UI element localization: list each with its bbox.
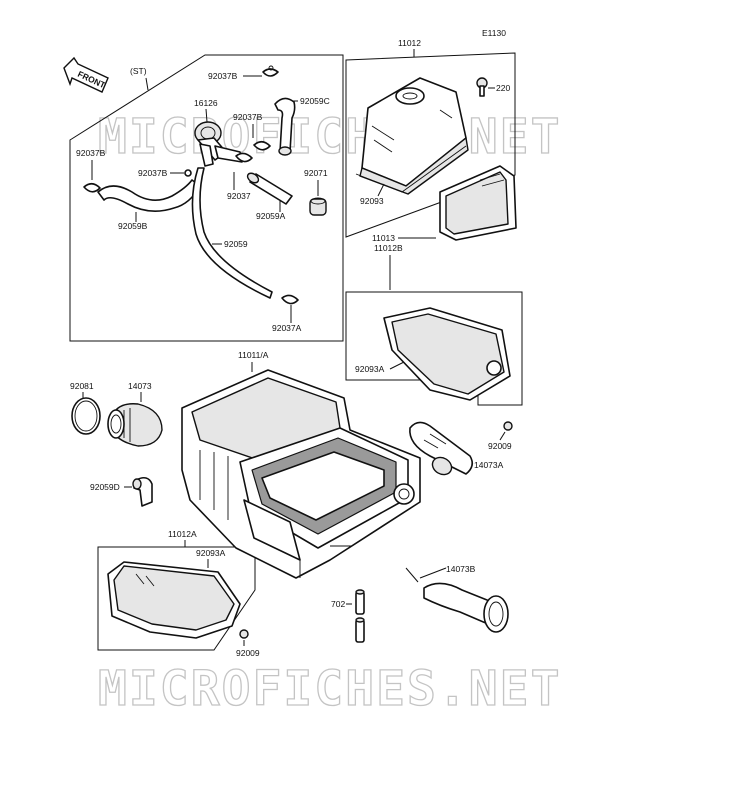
diagram-code: E1130 xyxy=(482,28,506,38)
label-11012B: 11012B xyxy=(374,243,403,253)
label-92059: 92059 xyxy=(224,239,248,249)
label-92037A: 92037A xyxy=(272,323,302,333)
hose-92059B xyxy=(97,179,201,212)
watermark-bottom: MICROFICHES.NET xyxy=(98,661,561,717)
label-92009-left: 92009 xyxy=(236,648,260,658)
screw-92009-right xyxy=(503,421,513,431)
label-92059C: 92059C xyxy=(300,96,330,106)
funnel-14073B xyxy=(423,582,509,633)
cap-92071 xyxy=(309,197,327,216)
clamp-92037B-top xyxy=(262,65,279,77)
label-92037B-small: 92037B xyxy=(138,168,168,178)
clamp-92037B-left xyxy=(83,182,101,193)
tube-92059A xyxy=(246,172,293,205)
pin-702 xyxy=(355,589,365,643)
st-kit-box xyxy=(69,54,344,342)
label-16126: 16126 xyxy=(194,98,218,108)
label-92093A-right: 92093A xyxy=(355,364,385,374)
screw-220 xyxy=(476,77,488,97)
label-92059B: 92059B xyxy=(118,221,148,231)
duct-14073 xyxy=(107,403,163,447)
label-92093A-left: 92093A xyxy=(196,548,226,558)
label-92037B-top: 92037B xyxy=(208,71,238,81)
label-14073A: 14073A xyxy=(474,460,504,470)
label-92009-right: 92009 xyxy=(488,441,512,451)
label-92037: 92037 xyxy=(227,191,251,201)
label-92071: 92071 xyxy=(304,168,328,178)
clamp-92037B-small xyxy=(184,169,192,177)
air-cleaner-housing-11011A xyxy=(181,369,421,579)
label-92037B-mid: 92037B xyxy=(233,112,263,122)
label-11011A: 11011/A xyxy=(238,350,269,360)
hose-92059C xyxy=(274,97,296,156)
clamp-92037A xyxy=(281,294,299,305)
label-11013: 11013 xyxy=(372,233,395,243)
label-92093: 92093 xyxy=(360,196,384,206)
air-filter-11013 xyxy=(439,165,517,241)
air-valve-16126 xyxy=(194,121,243,167)
label-11012: 11012 xyxy=(398,38,421,48)
label-92037B-left: 92037B xyxy=(76,148,106,158)
cover-b-kit-box xyxy=(345,291,523,406)
duct-14073A xyxy=(409,421,474,476)
watermark-top: MICROFICHES.NET xyxy=(98,109,561,165)
clamp-92037B-mid xyxy=(253,140,271,151)
screw-92009-left xyxy=(239,629,249,639)
cover-kit-box xyxy=(345,52,516,238)
label-92059A: 92059A xyxy=(256,211,286,221)
gasket-92093 xyxy=(355,145,467,193)
air-cleaner-cover-11012A xyxy=(107,561,241,639)
label-702: 702 xyxy=(331,599,345,609)
label-92059D: 92059D xyxy=(90,482,120,492)
st-label: (ST) xyxy=(130,66,147,76)
label-14073: 14073 xyxy=(128,381,152,391)
label-14073B: 14073B xyxy=(446,564,476,574)
hose-92059 xyxy=(191,167,273,299)
label-92081: 92081 xyxy=(70,381,94,391)
label-11012A: 11012A xyxy=(168,529,197,539)
air-cleaner-cover-11012B xyxy=(383,307,511,401)
elbow-92059D xyxy=(132,476,153,507)
oring-92081 xyxy=(71,397,101,435)
front-arrow-icon: FRONT xyxy=(63,56,109,93)
label-220: 220 xyxy=(496,83,510,93)
clamp-92037 xyxy=(235,152,253,163)
air-cleaner-cover-11012 xyxy=(359,77,469,195)
